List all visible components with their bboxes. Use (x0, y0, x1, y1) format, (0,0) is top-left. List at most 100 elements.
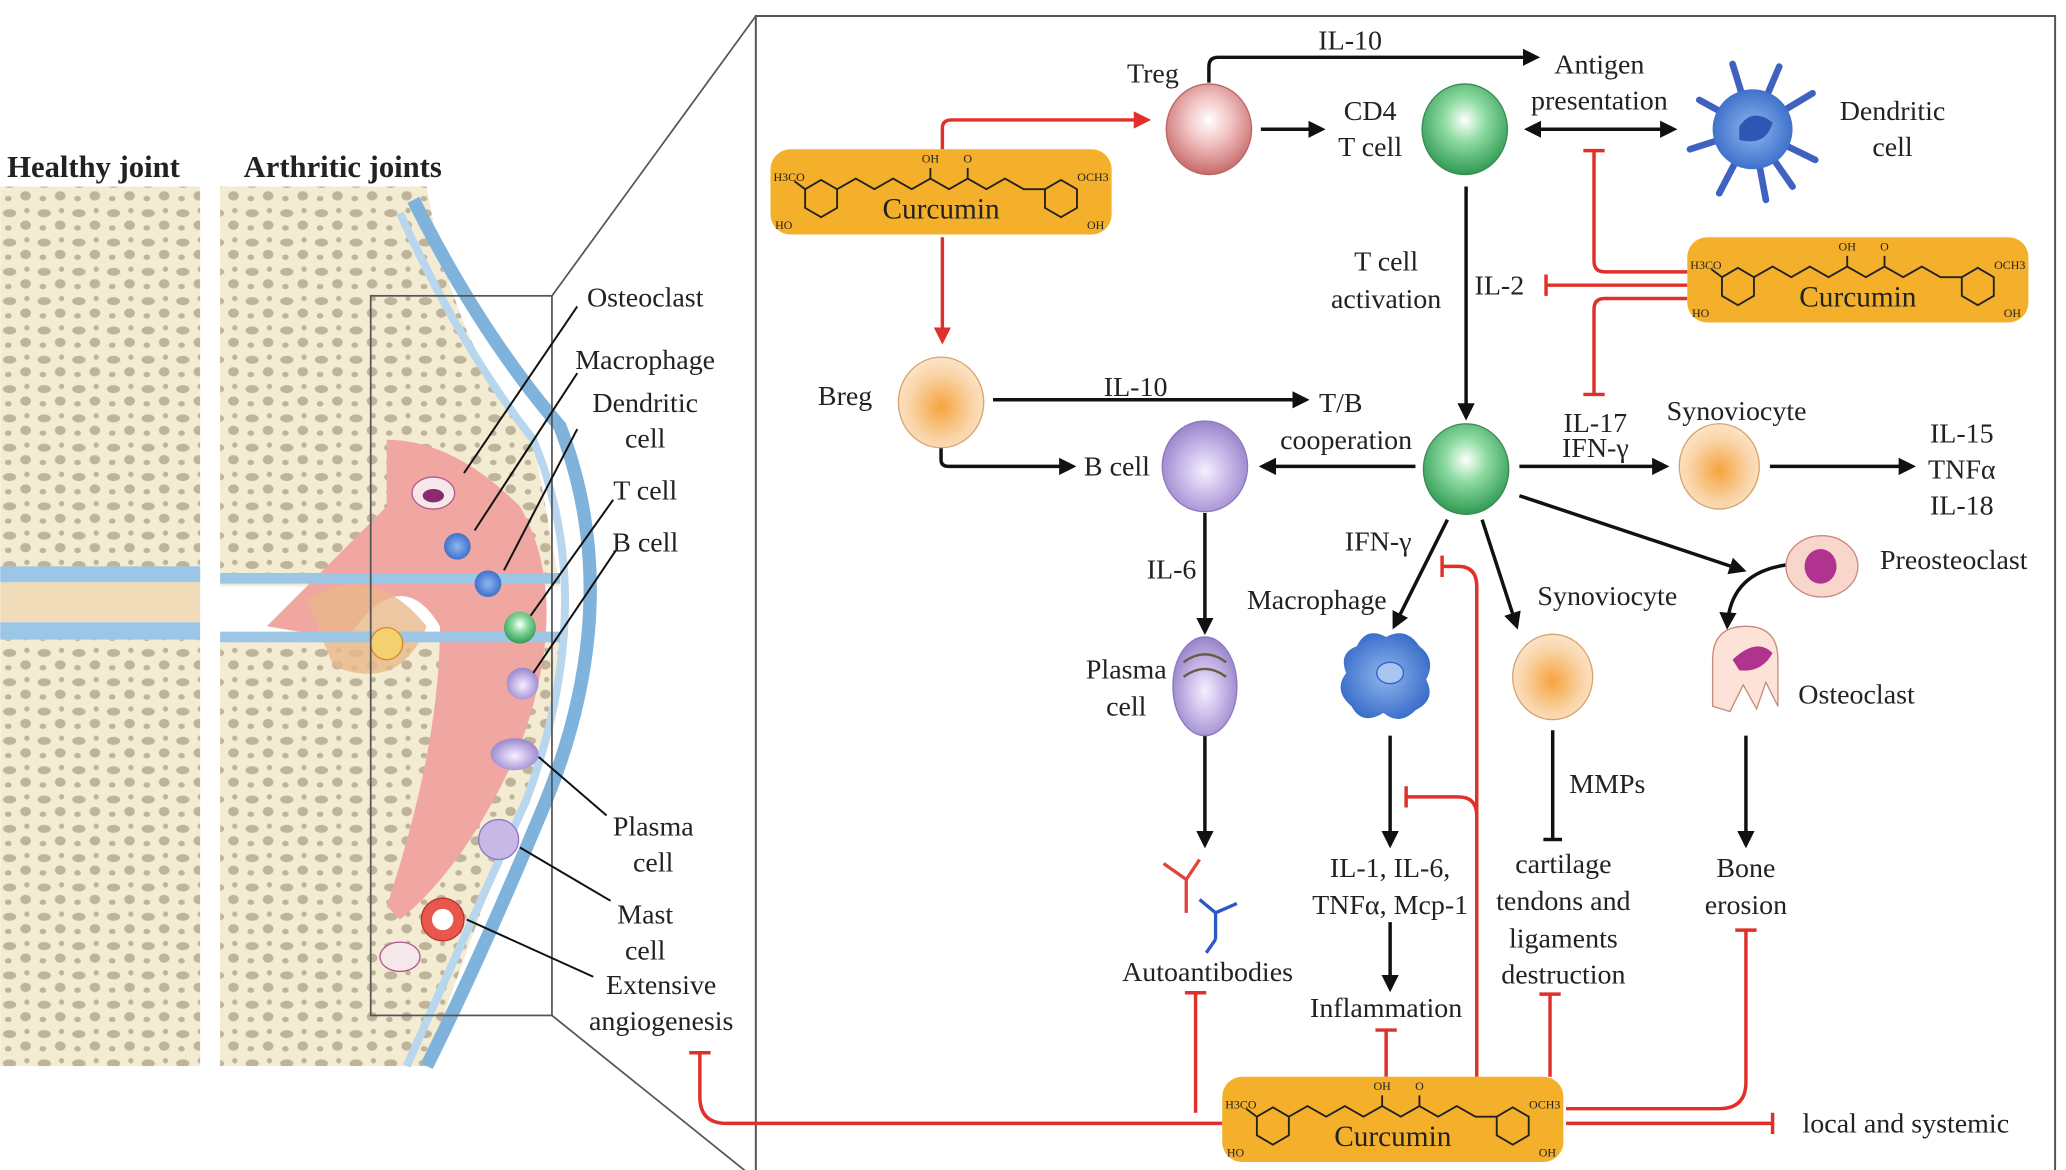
zoom-region-box (369, 294, 553, 1017)
cartilage-label-4: destruction (1501, 959, 1625, 990)
plasma-label: Plasma (1086, 654, 1167, 685)
t-cell-activation-label: T cell (1354, 247, 1418, 278)
callout-label: cell (633, 848, 674, 879)
osteoclast-cell (1711, 625, 1779, 713)
curcumin-group-label: O (1415, 1079, 1424, 1093)
synoviocyte-top-label: Synoviocyte (1667, 396, 1807, 427)
curcumin-inhibits-antigen (1583, 148, 1688, 274)
plasma-label-2: cell (1106, 692, 1147, 723)
autoantibodies-icon (1162, 858, 1238, 954)
callout-label: Extensive (606, 970, 716, 1001)
preosteoclast-cell (1785, 535, 1859, 598)
callout-lines (463, 305, 617, 978)
curcumin-label: Curcumin (1799, 281, 1917, 313)
cells (897, 60, 1859, 954)
curcumin-group-label: OCH3 (1529, 1098, 1560, 1112)
bone-label-2: erosion (1705, 890, 1787, 921)
arrow-breg-bcell (939, 446, 1077, 476)
macrophage-cell (1340, 633, 1431, 719)
arrow-t-osteoclast (1518, 494, 1747, 575)
curcumin-group-label: OCH3 (1077, 170, 1108, 184)
curcumin-label: Curcumin (882, 194, 1000, 226)
cartilage-label-3: ligaments (1509, 923, 1618, 954)
breg-label: Breg (818, 381, 872, 412)
treg-label: Treg (1127, 59, 1179, 90)
callout-label: B cell (612, 528, 678, 559)
dendritic-label: Dendritic (1840, 96, 1946, 127)
antigen-label-2: presentation (1531, 85, 1668, 116)
il1-label: IL-1, IL-6, (1330, 853, 1450, 884)
callout-label: cell (625, 935, 666, 966)
curcumin-group-label: H3CO (1690, 258, 1722, 272)
inhibit-mmps (1543, 730, 1563, 842)
healthy-joint-image (0, 186, 201, 1067)
curcumin-group-label: OH (2004, 306, 2022, 320)
curcumin-group-label: HO (775, 218, 793, 232)
treg-cell (1165, 83, 1253, 176)
curcumin-inhibits-autoantibodies (1184, 991, 1207, 1113)
curcumin-label: Curcumin (1334, 1121, 1452, 1153)
curcumin-effects (689, 111, 1775, 1135)
cd4-label: CD4 (1344, 96, 1397, 127)
il15-label: IL-15 (1930, 418, 1994, 449)
joint-illustration: Healthy joint Arthritic joints (0, 15, 757, 1170)
callout-label: Dendritic (592, 388, 698, 419)
cartilage-label-2: tendons and (1496, 886, 1630, 917)
curcumin-group-label: HO (1692, 306, 1710, 320)
osteoclast-label: Osteoclast (1798, 680, 1915, 711)
curcumin-inhibits-ifn (1440, 555, 1479, 1077)
local-systemic-label: local and systemic (1803, 1109, 2010, 1140)
curcumin-group-label: H3CO (773, 170, 805, 184)
callout-label: T cell (613, 476, 677, 507)
zoom-line-bottom (551, 1014, 746, 1170)
synoviocyte-cell (1678, 423, 1760, 510)
tb-label: T/B (1319, 388, 1363, 419)
curcumin-group-label: O (1880, 240, 1889, 254)
curcumin-inhibits-il2 (1544, 274, 1688, 296)
curcumin-group-label: O (963, 152, 972, 166)
pathway-labels: Treg IL-10 CD4 T cell Antigen presentati… (818, 25, 2028, 1139)
curcumin-group-label: OH (1087, 218, 1105, 232)
arrow-t-synoviocyte2 (1480, 519, 1521, 630)
mmps-label: MMPs (1569, 769, 1645, 800)
tnfa-label: TNFα (1928, 454, 1996, 485)
il6-label: IL-6 (1147, 554, 1197, 585)
healthy-joint-label: Healthy joint (7, 150, 180, 184)
il1-label-2: TNFα, Mcp-1 (1312, 890, 1468, 921)
curcumin-inhibits-local-systemic (1566, 1112, 1775, 1135)
b-cell (1161, 420, 1249, 513)
cd4-label-2: T cell (1338, 132, 1402, 163)
curcumin-group-label: OCH3 (1994, 258, 2025, 272)
synoviocyte-mid-label: Synoviocyte (1537, 581, 1677, 612)
curcumin-group-label: OH (1539, 1146, 1557, 1160)
b-cell-label: B cell (1084, 452, 1150, 483)
arrow-treg-antigen (1207, 48, 1541, 83)
tb-label-2: cooperation (1280, 425, 1412, 456)
il2-label: IL-2 (1475, 270, 1525, 301)
activation-arrows (939, 48, 1916, 993)
breg-cell (897, 356, 985, 449)
il18-label: IL-18 (1930, 490, 1994, 521)
curcumin-group-label: HO (1227, 1146, 1245, 1160)
curcumin-group-label: OH (1839, 240, 1857, 254)
callout-label: cell (625, 424, 666, 455)
curcumin-inhibits-bone-erosion (1566, 928, 1757, 1111)
curcumin-group-label: H3CO (1225, 1098, 1257, 1112)
cd4-t-cell (1421, 83, 1509, 176)
curcumin-inhibits-angiogenesis (689, 1051, 1223, 1126)
il10-mid-label: IL-10 (1104, 372, 1168, 403)
t-cell-activation-label-2: activation (1331, 284, 1441, 315)
cartilage-label: cartilage (1515, 849, 1611, 880)
callout-label: Osteoclast (587, 282, 704, 313)
synoviocyte-cell-2 (1512, 633, 1594, 721)
curcumin-inhibits-inflammation (1375, 1028, 1397, 1077)
bone-label: Bone (1716, 853, 1775, 884)
callout-label: angiogenesis (589, 1006, 733, 1037)
antigen-label: Antigen (1554, 49, 1644, 80)
dendritic-label-2: cell (1872, 132, 1913, 163)
arrow-t-macrophage (1392, 518, 1449, 630)
